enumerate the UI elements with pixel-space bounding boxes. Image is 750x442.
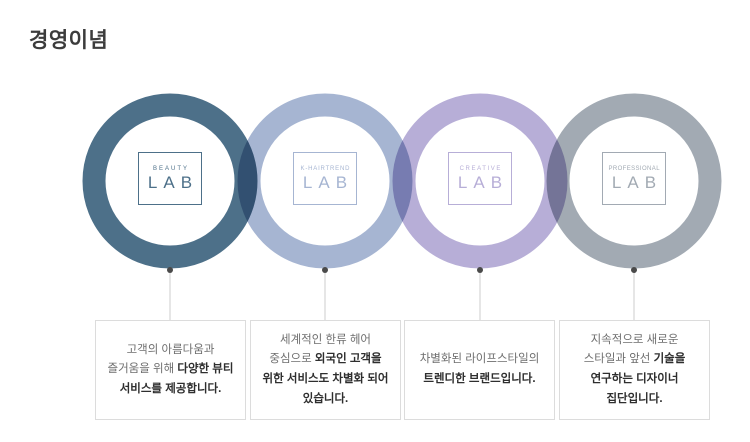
description-card-beauty-lab: 고객의 아름다움과 즐거움을 위해 다양한 뷰티 서비스를 제공합니다.: [95, 320, 246, 420]
description-emphasis: 기술을 연구하는 디자이너 집단입니다.: [590, 353, 686, 405]
description-regular: 세계적인 한류 헤어 중심으로: [269, 333, 372, 366]
logo-beauty-lab-subtitle: BEAUTY: [152, 166, 189, 172]
logo-creative-lab: CREATIVE LAB: [448, 152, 512, 205]
description-emphasis: 트렌디한 브랜드입니다.: [423, 373, 536, 385]
logo-k-hairtrend-lab-subtitle: K-HAIRTREND: [300, 166, 351, 172]
logo-professional-lab-title: LAB: [611, 173, 663, 192]
logo-k-hairtrend-lab: K-HAIRTREND LAB: [293, 152, 357, 205]
logo-k-hairtrend-lab-title: LAB: [302, 173, 354, 192]
description-card-professional-lab: 지속적으로 새로운 스타일과 앞선 기술을 연구하는 디자이너 집단입니다.: [559, 320, 710, 420]
description-text: 지속적으로 새로운 스타일과 앞선 기술을 연구하는 디자이너 집단입니다.: [570, 331, 699, 409]
description-regular: 고객의 아름다움과 즐거움을 위해: [107, 343, 215, 376]
connector-dot: [322, 267, 328, 273]
logo-beauty-lab-title: LAB: [147, 173, 199, 192]
logo-creative-lab-title: LAB: [457, 173, 509, 192]
logo-professional-lab-subtitle: PROFESSIONAL: [608, 166, 660, 172]
logo-beauty-lab: BEAUTY LAB: [138, 152, 202, 205]
description-card-k-hairtrend-lab: 세계적인 한류 헤어 중심으로 외국인 고객을 위한 서비스도 차별화 되어 있…: [250, 320, 401, 420]
description-regular: 지속적으로 새로운 스타일과 앞선: [583, 333, 679, 366]
description-card-creative-lab: 차별화된 라이프스타일의 트렌디한 브랜드입니다.: [404, 320, 555, 420]
description-regular: 차별화된 라이프스타일의: [419, 353, 540, 366]
connector-dot: [477, 267, 483, 273]
description-text: 세계적인 한류 헤어 중심으로 외국인 고객을 위한 서비스도 차별화 되어 있…: [261, 331, 390, 409]
description-emphasis: 다양한 뷰티 서비스를 제공합니다.: [119, 363, 234, 395]
connector-dot: [631, 267, 637, 273]
ring-professional-lab: [546, 93, 722, 269]
logo-creative-lab-subtitle: CREATIVE: [459, 166, 502, 172]
connector-dot: [167, 267, 173, 273]
page-title: 경영이념: [29, 29, 109, 52]
description-text: 고객의 아름다움과 즐거움을 위해 다양한 뷰티 서비스를 제공합니다.: [106, 341, 235, 400]
description-text: 차별화된 라이프스타일의 트렌디한 브랜드입니다.: [415, 350, 544, 389]
logo-professional-lab: PROFESSIONAL LAB: [602, 152, 666, 205]
description-emphasis: 외국인 고객을 위한 서비스도 차별화 되어 있습니다.: [262, 353, 389, 405]
